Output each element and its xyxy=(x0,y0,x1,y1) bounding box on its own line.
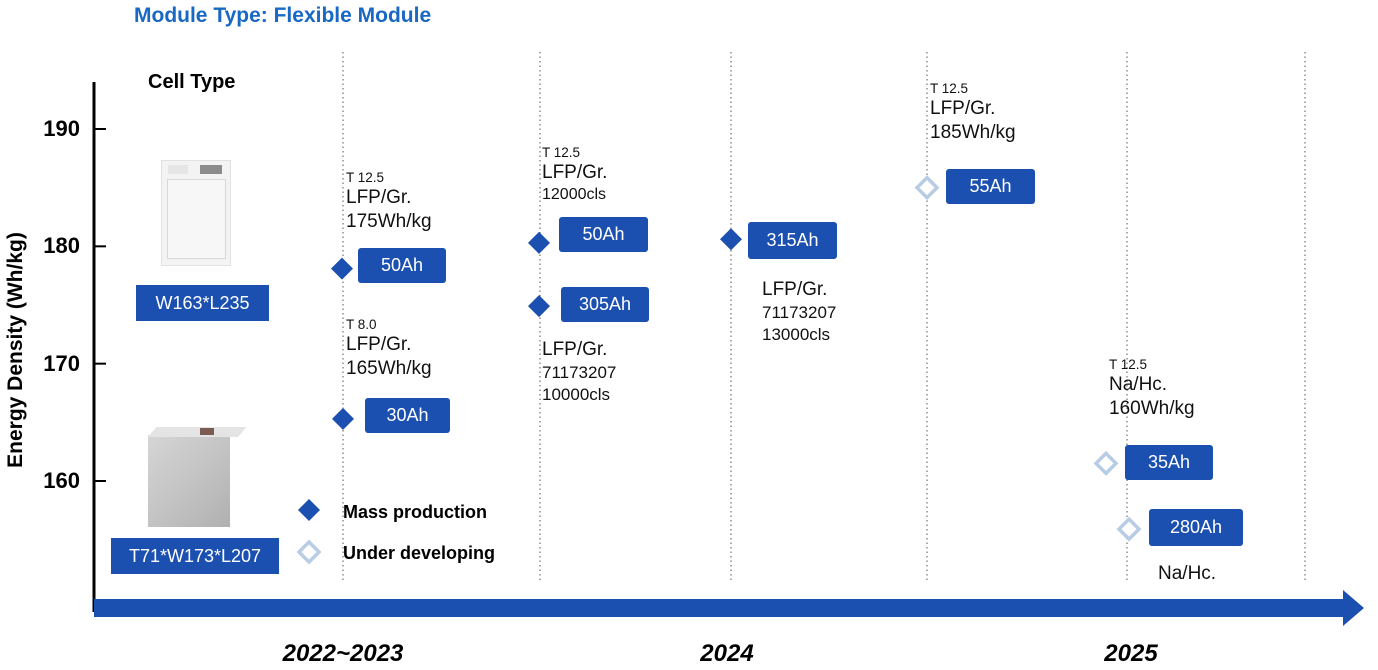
cell-front xyxy=(148,435,230,527)
mass-production-marker xyxy=(331,257,353,280)
note-line: LFP/Gr. xyxy=(346,187,412,208)
cell-tab xyxy=(168,165,188,174)
capacity-chip: 50Ah xyxy=(559,217,648,252)
page-title: Module Type: Flexible Module xyxy=(134,4,432,27)
thickness-label: T 12.5 xyxy=(1109,357,1148,372)
cell-spec-note: Na/Hc. xyxy=(1158,562,1216,586)
thickness-label: T 8.0 xyxy=(346,317,377,332)
timeline-arrow-shaft xyxy=(94,599,1346,617)
thickness-label: T 12.5 xyxy=(346,170,385,185)
legend-mass-production-label: Mass production xyxy=(343,502,488,522)
cell-top xyxy=(148,427,247,437)
mass-production-marker xyxy=(528,295,550,318)
legend-under-developing-marker xyxy=(296,539,322,565)
thickness-label: T 12.5 xyxy=(542,145,581,160)
cell-spec-note: T 12.5 Na/Hc. 160Wh/kg xyxy=(1109,356,1195,421)
thickness-label: T 12.5 xyxy=(930,81,969,96)
cell-body xyxy=(167,179,226,259)
cell-label-pouch: W163*L235 xyxy=(136,285,269,321)
cell-spec-note: LFP/Gr. 71173207 13000cls xyxy=(762,278,836,346)
note-line: 175Wh/kg xyxy=(346,211,432,232)
legend-mass-production-marker xyxy=(298,499,320,521)
cell-type-heading: Cell Type xyxy=(148,71,236,93)
under-developing-marker xyxy=(1116,516,1142,542)
capacity-chip: 35Ah xyxy=(1125,445,1213,480)
prismatic-cell-image xyxy=(148,427,247,528)
mass-production-marker xyxy=(332,407,354,430)
mass-production-marker xyxy=(528,231,550,254)
capacity-chip: 305Ah xyxy=(561,287,649,322)
y-tick-label: 190 xyxy=(43,116,80,141)
capacity-chip: 30Ah xyxy=(365,398,450,433)
mass-production-marker xyxy=(720,228,742,251)
note-line: 185Wh/kg xyxy=(930,122,1016,143)
note-line: LFP/Gr. xyxy=(930,98,996,119)
note-line: 10000cls xyxy=(542,385,611,404)
legend-under-developing-label: Under developing xyxy=(343,543,496,563)
note-line: Na/Hc. xyxy=(1109,374,1168,395)
cell-terminal xyxy=(200,428,214,435)
y-tick-label: 170 xyxy=(43,351,80,376)
note-line: 160Wh/kg xyxy=(1109,398,1195,419)
pouch-cell-image xyxy=(161,160,231,266)
y-axis-title: Energy Density (Wh/kg) xyxy=(4,232,27,468)
note-line: Na/Hc. xyxy=(1158,563,1217,584)
capacity-chip: 50Ah xyxy=(358,248,446,283)
note-line: LFP/Gr. xyxy=(542,162,608,183)
capacity-chip: 315Ah xyxy=(748,222,837,259)
cell-tab xyxy=(200,165,222,174)
cell-label-prismatic: T71*W173*L207 xyxy=(111,538,279,574)
under-developing-marker xyxy=(1093,450,1119,476)
capacity-chip: 280Ah xyxy=(1149,509,1243,546)
capacity-chip: 55Ah xyxy=(946,169,1035,204)
cell-spec-note: T 12.5 LFP/Gr. 185Wh/kg xyxy=(930,80,1016,145)
note-line: 165Wh/kg xyxy=(346,358,432,379)
note-line: LFP/Gr. xyxy=(542,339,608,360)
cell-spec-note: LFP/Gr. 71173207 10000cls xyxy=(542,338,616,406)
x-category-label: 2024 xyxy=(700,640,754,667)
y-tick-label: 160 xyxy=(43,468,80,493)
note-line: 13000cls xyxy=(762,325,831,344)
timeline-arrow-head xyxy=(1343,590,1364,626)
note-line: LFP/Gr. xyxy=(762,279,828,300)
note-line: 71173207 xyxy=(542,363,617,382)
cell-spec-note: T 12.5 LFP/Gr. 12000cls xyxy=(542,144,607,205)
x-category-label: 2022~2023 xyxy=(282,640,404,667)
under-developing-marker xyxy=(914,175,940,201)
note-line: 12000cls xyxy=(542,186,607,203)
x-category-label: 2025 xyxy=(1104,640,1158,667)
note-line: 71173207 xyxy=(762,303,837,322)
cell-spec-note: T 8.0 LFP/Gr. 165Wh/kg xyxy=(346,316,432,381)
note-line: LFP/Gr. xyxy=(346,334,412,355)
cell-spec-note: T 12.5 LFP/Gr. 175Wh/kg xyxy=(346,169,432,234)
y-tick-label: 180 xyxy=(43,233,80,258)
